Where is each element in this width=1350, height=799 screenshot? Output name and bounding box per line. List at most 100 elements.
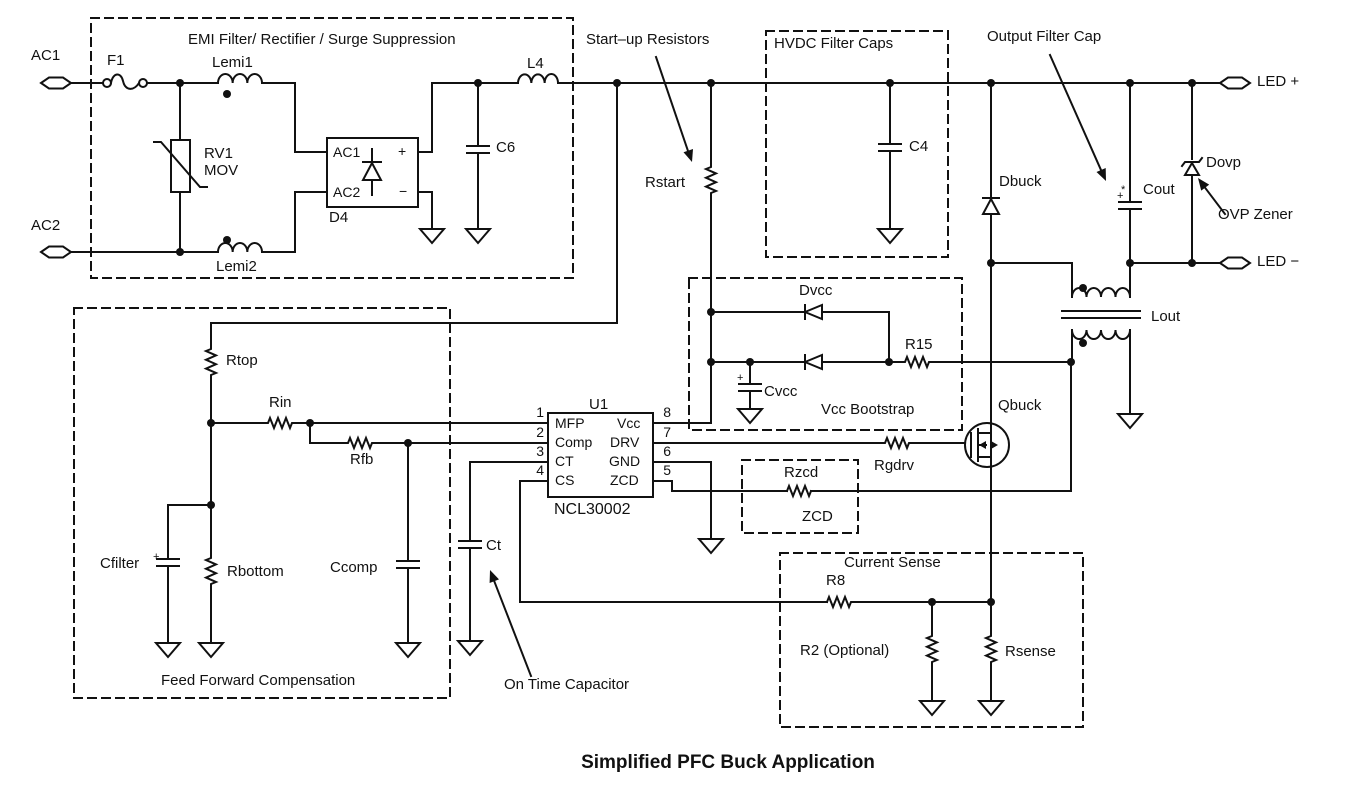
rsense-label: Rsense (1005, 643, 1056, 660)
inductor-lemi1 (218, 74, 262, 83)
capacitor-cfilter (157, 505, 211, 643)
d4-label: D4 (329, 209, 349, 226)
led-plus-label: LED + (1257, 73, 1300, 90)
pin1-name: MFP (555, 415, 585, 431)
pin1-number: 1 (536, 404, 544, 420)
mosfet-qbuck-icon (965, 423, 1009, 467)
wire (418, 192, 432, 229)
wire (811, 362, 1071, 491)
resistor-r15 (889, 357, 1071, 367)
on-time-arrow (489, 570, 531, 676)
current-sense-title: Current Sense (844, 554, 941, 571)
rstart-label: Rstart (645, 174, 686, 191)
cvcc-plus-mark: + (737, 372, 744, 384)
lout-label: Lout (1151, 308, 1181, 325)
wire (211, 83, 617, 323)
rv1-label: RV1 (204, 145, 233, 162)
vcc-bootstrap-box (689, 278, 962, 430)
r15-label: R15 (905, 336, 933, 353)
inductor-l4 (518, 74, 558, 83)
l4-label: L4 (527, 55, 544, 72)
rgdrv-label: Rgdrv (874, 457, 915, 474)
junction-dot (176, 79, 1196, 606)
dbuck-label: Dbuck (999, 173, 1042, 190)
inductor-lemi2 (218, 243, 262, 252)
led-minus-terminal-symbol (1220, 258, 1250, 269)
zener-dovp-icon (1182, 83, 1202, 263)
lemi1-label: Lemi1 (212, 54, 253, 71)
current-sense-box (780, 553, 1083, 727)
resistor-rtop (206, 323, 216, 643)
diode-dvcc-top (805, 305, 822, 319)
emi-box-title: EMI Filter/ Rectifier / Surge Suppressio… (188, 31, 456, 48)
output-filter-cap-label: Output Filter Cap (987, 28, 1102, 45)
pin5-number: 5 (663, 462, 671, 478)
bridge-ac2-label: AC2 (333, 184, 361, 200)
capacitor-cout (1119, 83, 1141, 263)
rzcd-label: Rzcd (784, 464, 819, 481)
feed-forward-box (74, 308, 450, 698)
dovp-label: Dovp (1206, 154, 1242, 171)
pin2-number: 2 (536, 424, 544, 440)
pin6-number: 6 (663, 443, 671, 459)
capacitor-ct (459, 462, 548, 641)
rin-label: Rin (269, 394, 292, 411)
cout-plus-mark: + (1117, 190, 1124, 202)
inductor-lout-aux (1072, 330, 1130, 339)
resistor-rsense (986, 602, 996, 701)
r8-label: R8 (826, 572, 846, 589)
ovp-zener-label: OVP Zener (1218, 206, 1293, 223)
ac2-terminal-symbol (41, 247, 71, 258)
diode-dbuck (983, 83, 999, 263)
dvcc-label: Dvcc (799, 282, 833, 299)
pin4-number: 4 (536, 462, 544, 478)
emi-filter-box (91, 18, 573, 278)
ground-icon (156, 229, 1142, 715)
capacitor-ccomp (397, 443, 419, 643)
pin6-name: GND (609, 453, 641, 469)
zcd-box-title: ZCD (802, 508, 833, 525)
feed-forward-title: Feed Forward Compensation (161, 672, 356, 689)
hvdc-filter-caps-box (766, 31, 948, 257)
resistor-rfb (310, 423, 548, 448)
wire (520, 481, 827, 602)
diode-dvcc-bottom (805, 355, 822, 369)
pin3-number: 3 (536, 443, 544, 459)
rfb-label: Rfb (350, 451, 374, 468)
c6-label: C6 (496, 139, 516, 156)
resistor-rstart (653, 83, 716, 423)
mov-label: MOV (204, 162, 239, 179)
ac1-terminal-label: AC1 (31, 47, 61, 64)
pin8-name: Vcc (617, 415, 641, 431)
resistor-rin (211, 418, 548, 428)
startup-resistors-label: Start–up Resistors (586, 31, 710, 48)
ct-label: Ct (486, 537, 501, 554)
wire (653, 481, 787, 491)
phase-dot (223, 90, 1087, 347)
wire (991, 263, 1072, 297)
startup-arrow (656, 57, 693, 162)
ccomp-label: Ccomp (330, 559, 378, 576)
ac1-terminal-symbol (41, 78, 71, 89)
lemi2-label: Lemi2 (216, 258, 257, 275)
fuse-label: F1 (107, 52, 125, 69)
bridge-ac1-label: AC1 (333, 144, 361, 160)
varistor-icon (154, 140, 207, 192)
page-title: Simplified PFC Buck Application (581, 752, 875, 773)
on-time-capacitor-label: On Time Capacitor (504, 676, 630, 693)
bridge-diode-icon (363, 149, 381, 195)
cvcc-label: Cvcc (764, 383, 798, 400)
resistor-r2 (927, 602, 937, 701)
bridge-plus-label: + (398, 143, 407, 159)
hvdc-box-title: HVDC Filter Caps (774, 35, 894, 52)
pin8-number: 8 (663, 404, 671, 420)
resistor-r8 (827, 597, 991, 607)
pin3-name: CT (555, 453, 574, 469)
r2-optional-label: R2 (Optional) (800, 642, 890, 659)
pin7-name: DRV (610, 434, 640, 450)
resistor-rgdrv (653, 438, 971, 448)
qbuck-label: Qbuck (998, 397, 1042, 414)
rbottom-label: Rbottom (227, 563, 284, 580)
